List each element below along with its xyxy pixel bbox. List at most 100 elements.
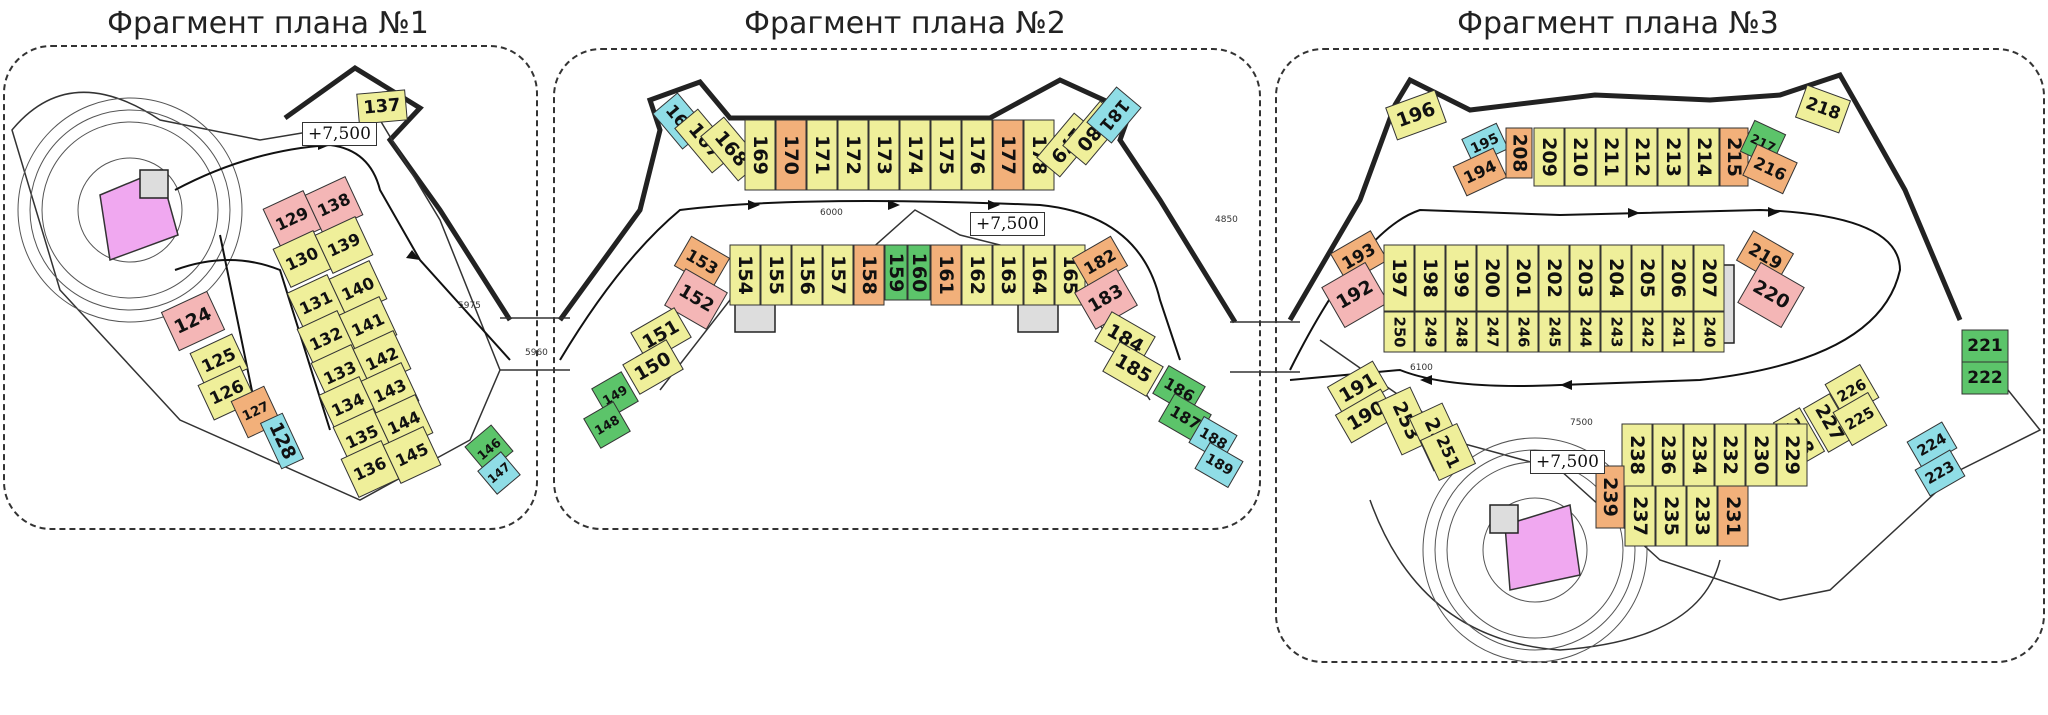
parking-spot-157[interactable]: 157 xyxy=(822,244,854,306)
parking-spot-fill xyxy=(314,216,374,274)
parking-spot-fill xyxy=(1961,361,2009,395)
parking-spot-248[interactable]: 248 xyxy=(1445,311,1477,353)
parking-spot-246[interactable]: 246 xyxy=(1507,311,1539,353)
parking-spot-label: 165 xyxy=(1059,255,1081,295)
parking-spot-159[interactable]: 159 xyxy=(884,244,908,301)
parking-spot-169[interactable]: 169 xyxy=(744,119,776,191)
parking-spot-204[interactable]: 204 xyxy=(1600,244,1632,312)
parking-spot-238[interactable]: 238 xyxy=(1621,423,1653,487)
parking-spot-220[interactable]: 220 xyxy=(1737,261,1805,329)
parking-spot-147[interactable]: 147 xyxy=(477,451,521,495)
parking-spot-222[interactable]: 222 xyxy=(1961,361,2009,395)
parking-spot-237[interactable]: 237 xyxy=(1624,485,1656,547)
parking-spot-205[interactable]: 205 xyxy=(1631,244,1663,312)
parking-spot-206[interactable]: 206 xyxy=(1662,244,1694,312)
wall-fragment-2 xyxy=(557,77,1238,324)
parking-spot-201[interactable]: 201 xyxy=(1507,244,1539,312)
parking-spot-212[interactable]: 212 xyxy=(1626,127,1658,187)
parking-spot-172[interactable]: 172 xyxy=(837,119,869,191)
parking-spot-label: 230 xyxy=(1750,435,1772,475)
parking-spot-199[interactable]: 199 xyxy=(1445,244,1477,312)
parking-spot-240[interactable]: 240 xyxy=(1693,311,1725,353)
parking-spot-183[interactable]: 183 xyxy=(1074,268,1138,330)
parking-spot-173[interactable]: 173 xyxy=(868,119,900,191)
parking-spot-239[interactable]: 239 xyxy=(1595,465,1625,529)
parking-spot-162[interactable]: 162 xyxy=(961,244,993,306)
parking-spot-235[interactable]: 235 xyxy=(1655,485,1687,547)
parking-spot-231[interactable]: 231 xyxy=(1717,485,1749,547)
parking-spot-232[interactable]: 232 xyxy=(1714,423,1746,487)
parking-spot-200[interactable]: 200 xyxy=(1476,244,1508,312)
parking-spot-fill xyxy=(1569,244,1601,312)
parking-spot-194[interactable]: 194 xyxy=(1452,147,1508,197)
parking-spot-163[interactable]: 163 xyxy=(992,244,1024,306)
parking-spot-fill xyxy=(664,268,728,330)
parking-spot-152[interactable]: 152 xyxy=(664,268,728,330)
parking-spot-242[interactable]: 242 xyxy=(1631,311,1663,353)
parking-spot-128[interactable]: 128 xyxy=(259,412,305,470)
parking-spot-138[interactable]: 138 xyxy=(304,176,364,234)
parking-spot-label: 174 xyxy=(904,135,926,175)
parking-spot-198[interactable]: 198 xyxy=(1414,244,1446,312)
parking-spot-225[interactable]: 225 xyxy=(1832,391,1888,447)
parking-spot-196[interactable]: 196 xyxy=(1385,89,1447,141)
parking-spot-label: 164 xyxy=(1028,255,1050,295)
parking-spot-170[interactable]: 170 xyxy=(775,119,807,191)
parking-spot-241[interactable]: 241 xyxy=(1662,311,1694,353)
parking-spot-139[interactable]: 139 xyxy=(314,216,374,274)
parking-spot-label: 245 xyxy=(1546,317,1563,348)
parking-spot-210[interactable]: 210 xyxy=(1564,127,1596,187)
parking-spot-221[interactable]: 221 xyxy=(1961,329,2009,363)
parking-spot-174[interactable]: 174 xyxy=(899,119,931,191)
parking-spot-155[interactable]: 155 xyxy=(760,244,792,306)
parking-spot-203[interactable]: 203 xyxy=(1569,244,1601,312)
parking-spot-156[interactable]: 156 xyxy=(791,244,823,306)
parking-spot-209[interactable]: 209 xyxy=(1533,127,1565,187)
parking-spot-236[interactable]: 236 xyxy=(1652,423,1684,487)
parking-spot-251[interactable]: 251 xyxy=(1419,422,1477,482)
parking-spot-218[interactable]: 218 xyxy=(1794,84,1852,134)
parking-spot-fill xyxy=(1688,127,1720,187)
parking-spot-149[interactable]: 149 xyxy=(591,371,639,419)
parking-spot-fill xyxy=(1683,423,1715,487)
parking-spot-137[interactable]: 137 xyxy=(356,89,408,125)
parking-spot-214[interactable]: 214 xyxy=(1688,127,1720,187)
parking-spot-249[interactable]: 249 xyxy=(1414,311,1446,353)
parking-spot-fill xyxy=(837,119,869,191)
parking-spot-197[interactable]: 197 xyxy=(1383,244,1415,312)
parking-spot-223[interactable]: 223 xyxy=(1914,449,1966,497)
parking-spot-211[interactable]: 211 xyxy=(1595,127,1627,187)
parking-spot-160[interactable]: 160 xyxy=(907,244,931,301)
parking-spot-245[interactable]: 245 xyxy=(1538,311,1570,353)
parking-spot-229[interactable]: 229 xyxy=(1776,423,1808,487)
parking-spot-230[interactable]: 230 xyxy=(1745,423,1777,487)
parking-spot-161[interactable]: 161 xyxy=(930,244,962,306)
parking-spot-244[interactable]: 244 xyxy=(1569,311,1601,353)
parking-spot-164[interactable]: 164 xyxy=(1023,244,1055,306)
parking-spot-243[interactable]: 243 xyxy=(1600,311,1632,353)
parking-spot-148[interactable]: 148 xyxy=(583,401,631,449)
parking-spot-233[interactable]: 233 xyxy=(1686,485,1718,547)
parking-spot-176[interactable]: 176 xyxy=(961,119,993,191)
parking-spot-175[interactable]: 175 xyxy=(930,119,962,191)
parking-spot-129[interactable]: 129 xyxy=(262,190,322,248)
parking-spot-192[interactable]: 192 xyxy=(1321,261,1389,329)
parking-spot-145[interactable]: 145 xyxy=(382,426,442,484)
parking-spot-250[interactable]: 250 xyxy=(1383,311,1415,353)
parking-spot-189[interactable]: 189 xyxy=(1194,441,1244,489)
parking-spot-150[interactable]: 150 xyxy=(622,339,684,395)
parking-spot-247[interactable]: 247 xyxy=(1476,311,1508,353)
parking-spot-154[interactable]: 154 xyxy=(729,244,761,306)
parking-spot-158[interactable]: 158 xyxy=(853,244,885,306)
parking-spot-130[interactable]: 130 xyxy=(272,230,332,288)
parking-spot-216[interactable]: 216 xyxy=(1742,143,1798,195)
parking-spot-215[interactable]: 215 xyxy=(1719,127,1749,187)
parking-spot-171[interactable]: 171 xyxy=(806,119,838,191)
parking-spot-213[interactable]: 213 xyxy=(1657,127,1689,187)
parking-spot-177[interactable]: 177 xyxy=(992,119,1024,191)
parking-spot-124[interactable]: 124 xyxy=(160,290,226,352)
parking-spot-208[interactable]: 208 xyxy=(1505,127,1533,179)
parking-spot-202[interactable]: 202 xyxy=(1538,244,1570,312)
parking-spot-207[interactable]: 207 xyxy=(1693,244,1725,312)
parking-spot-234[interactable]: 234 xyxy=(1683,423,1715,487)
